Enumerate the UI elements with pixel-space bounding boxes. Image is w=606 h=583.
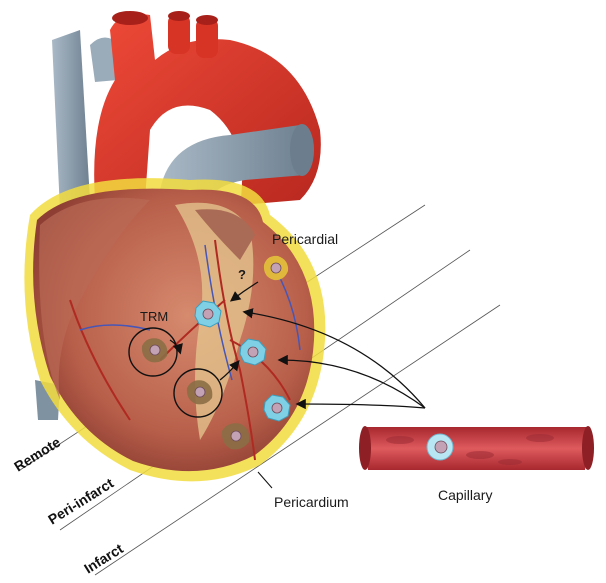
- coronary-arteries: [69, 239, 291, 461]
- pericardial-label: Pericardial: [272, 231, 338, 247]
- zone-remote: Remote: [11, 434, 63, 475]
- macrophage-cell: [221, 423, 250, 450]
- pericardium-pointer: [257, 471, 273, 489]
- heart: [24, 178, 326, 482]
- monocyte-cell: [194, 300, 222, 328]
- trm-label: TRM: [140, 309, 168, 324]
- migration-arrows: [169, 281, 426, 410]
- macrophage-cell: [141, 338, 168, 363]
- monocyte-cell: [239, 338, 267, 366]
- capillary-label: Capillary: [438, 487, 492, 503]
- pericardial-cell: [263, 255, 289, 281]
- macrophage-cells: [141, 338, 250, 450]
- capillary: [359, 426, 594, 470]
- monocyte-cells: [194, 300, 291, 422]
- question-mark: ?: [238, 267, 246, 282]
- monocyte-cell: [263, 394, 291, 422]
- zone-peri-infarct: Peri-infarct: [45, 475, 116, 528]
- pericardium-label: Pericardium: [274, 494, 349, 510]
- macrophage-cell: [186, 380, 213, 405]
- capillary-monocyte: [426, 433, 454, 461]
